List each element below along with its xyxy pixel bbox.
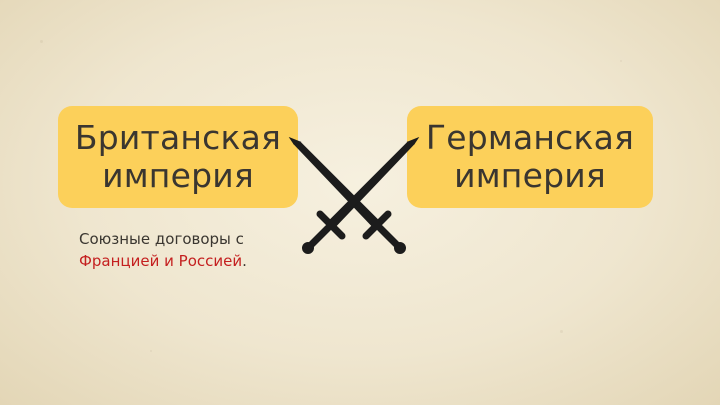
alliance-note-countries: Францией и Россией — [79, 251, 243, 270]
british-empire-line1: Британская — [74, 118, 282, 158]
german-empire-box: Германская империя — [407, 106, 653, 208]
british-empire-line2: империя — [102, 156, 254, 195]
british-empire-box: Британская империя — [58, 106, 298, 208]
paper-speck — [150, 350, 152, 352]
alliance-note: Союзные договоры с Францией и Россией. — [79, 229, 309, 273]
paper-speck — [40, 40, 43, 43]
sword-right-to-left — [302, 136, 420, 254]
german-empire-line2: империя — [454, 156, 606, 195]
crossed-swords-icon — [288, 136, 420, 254]
alliance-note-text: Союзные договоры с — [79, 230, 244, 248]
alliance-note-period: . — [242, 251, 247, 270]
sword-left-to-right — [288, 136, 406, 254]
german-empire-line1: Германская — [425, 118, 635, 158]
paper-speck — [620, 60, 622, 62]
paper-speck — [560, 330, 563, 333]
